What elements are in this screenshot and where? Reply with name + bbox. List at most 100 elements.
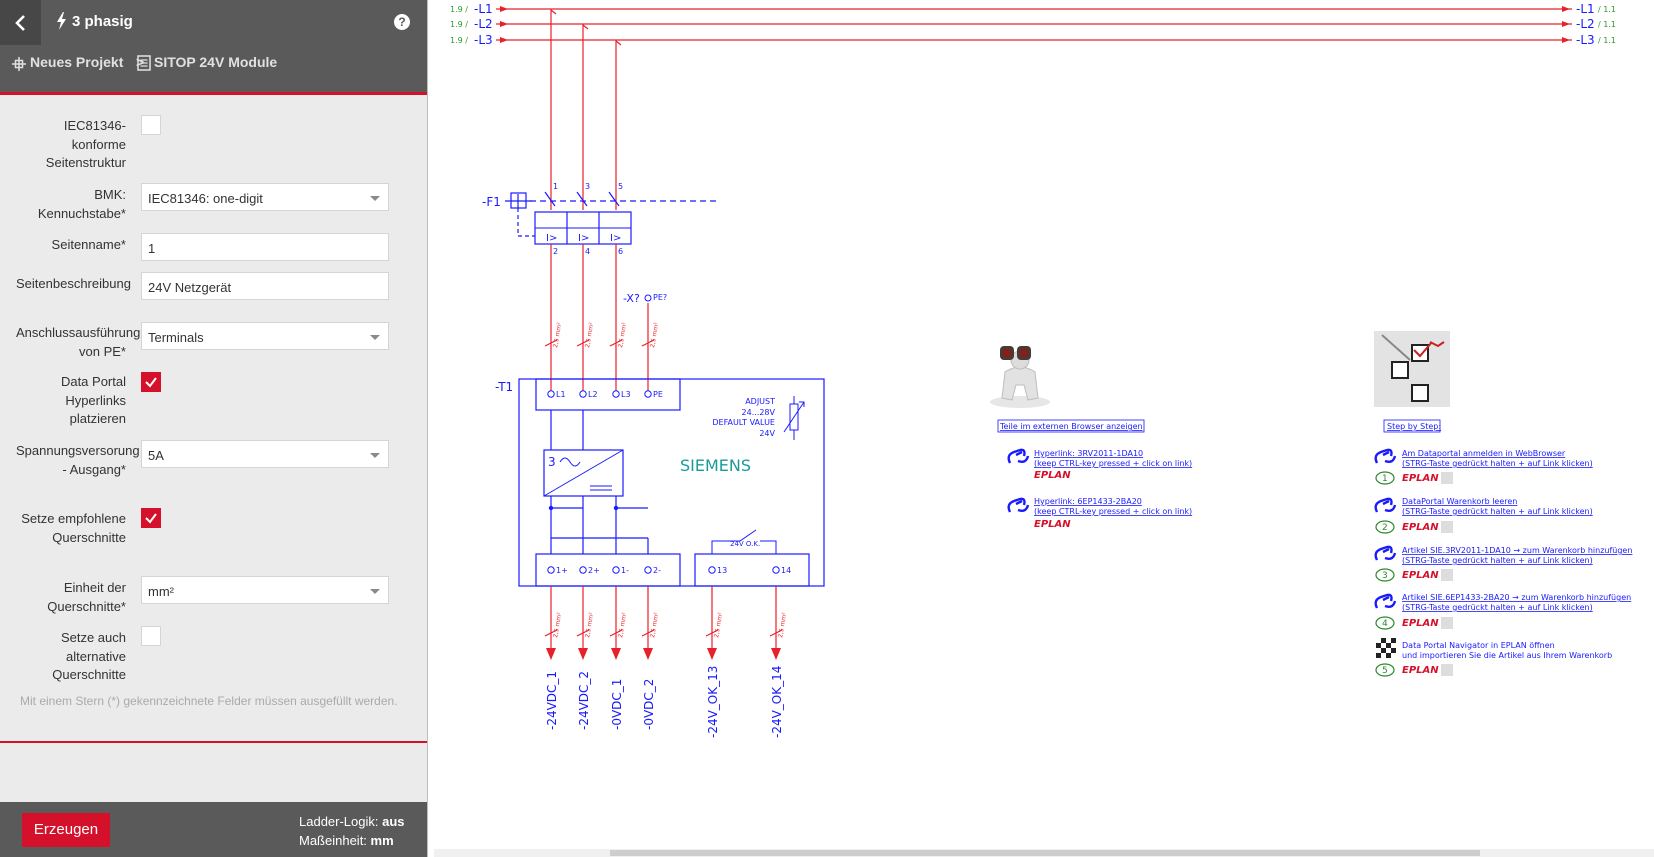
breaker-label: -F1 <box>482 195 501 209</box>
rail-l2: 1.9 / -L2 -L2 / 1.1 <box>450 17 1616 31</box>
seitenname-label: Seitenname* <box>51 237 126 252</box>
pin-label: 4 <box>585 247 590 256</box>
wire-size: 2,5 mm² <box>584 321 595 348</box>
wire-size: 2,5 mm² <box>552 611 563 638</box>
rail-l3: 1.9 / -L3 -L3 / 1.1 <box>450 33 1616 47</box>
link-title[interactable]: Hyperlink: 6EP1433-2BA20 <box>1034 497 1142 506</box>
adjust-line: 24...28V <box>742 408 776 417</box>
link-icon <box>1374 497 1397 513</box>
terminal-label: -X? <box>623 292 640 305</box>
psu-input: L3 <box>621 390 631 399</box>
output-labels: -24VDC_1 -24VDC_2 -0VDC_1 -0VDC_2 -24V_O… <box>545 666 784 738</box>
eplan-logo: EPLAN <box>1402 570 1439 581</box>
browser-caption[interactable]: Teile im externen Browser anzeigen <box>999 422 1143 431</box>
help-button[interactable]: ? <box>394 14 410 30</box>
spannung-select[interactable]: 5A <box>141 440 389 468</box>
power-supply-t1: -T1 L1 L2 L3 PE ADJUST 24...28V DEFAULT … <box>495 378 825 587</box>
hyperlink-2[interactable]: Hyperlink: 6EP1433-2BA20 (keep CTRL-key … <box>1007 497 1192 530</box>
ladder-label: Ladder-Logik: <box>299 814 379 829</box>
cart-add-icon <box>1441 569 1453 581</box>
einheit-select[interactable]: mm² <box>141 576 389 604</box>
divider <box>0 741 427 743</box>
rail-name: -L1 <box>474 2 493 16</box>
step-number: 3 <box>1382 571 1388 581</box>
step-number: 4 <box>1382 619 1388 629</box>
breadcrumb: Neues Projekt > SITOP 24V Module <box>0 45 427 95</box>
power-rails: 1.9 / -L1 -L1 / 1.1 1.9 / -L2 -L2 / 1.1 … <box>450 2 1616 47</box>
psu-output: 2+ <box>588 566 600 575</box>
step-sub: (STRG-Taste gedrückt halten + auf Link k… <box>1402 459 1593 468</box>
rail-end: -L2 <box>1576 17 1595 31</box>
psu-input: PE <box>653 390 663 399</box>
dataportal-checkbox[interactable] <box>141 372 161 392</box>
rail-ref: 1.9 / <box>450 20 468 29</box>
spannung-value: 5A <box>148 448 164 463</box>
link-icon <box>1007 448 1030 464</box>
wire-size: 2,5 mm² <box>617 321 628 348</box>
wire-size: 2,5 mm² <box>649 321 660 348</box>
wire-size: 2,5 mm² <box>713 611 724 638</box>
iec-checkbox[interactable] <box>141 115 161 135</box>
step-5: Data Portal Navigator in EPLAN öffnen un… <box>1375 638 1612 677</box>
terminal-pin: PE? <box>653 293 667 302</box>
step-title[interactable]: Artikel SIE.6EP1433-2BA20 → zum Warenkor… <box>1402 593 1631 602</box>
step-sub: (STRG-Taste gedrückt halten + auf Link k… <box>1402 603 1593 612</box>
breadcrumb-project[interactable]: Neues Projekt <box>30 54 124 70</box>
link-title[interactable]: Hyperlink: 3RV2011-1DA10 <box>1034 449 1143 458</box>
user-icon <box>1441 472 1453 484</box>
output-label: -24VDC_1 <box>545 671 559 730</box>
chevron-down-icon <box>370 453 380 458</box>
wire-size: 2,5 mm² <box>584 611 595 638</box>
link-icon <box>1374 545 1397 561</box>
pe-select[interactable]: Terminals <box>141 322 389 350</box>
checkmark-icon <box>145 377 157 388</box>
dataportal-label: Data Portal Hyperlinks platzieren <box>60 374 126 426</box>
back-button[interactable] <box>0 0 41 45</box>
step-title[interactable]: DataPortal Warenkorb leeren <box>1402 497 1517 506</box>
step-number: 5 <box>1382 666 1388 676</box>
rail-drops <box>550 9 622 210</box>
hyperlink-1[interactable]: Hyperlink: 3RV2011-1DA10 (keep CTRL-key … <box>1007 448 1192 481</box>
rail-ref: 1.9 / <box>450 5 468 14</box>
bmk-select[interactable]: IEC81346: one-digit <box>141 183 389 211</box>
pin-label: 1 <box>553 182 558 191</box>
eplan-logo: EPLAN <box>1402 618 1439 629</box>
step-number: 2 <box>1382 523 1388 533</box>
step-title[interactable]: Am Dataportal anmelden in WebBrowser <box>1402 449 1566 458</box>
adjust-line: ADJUST <box>745 397 775 406</box>
chevron-down-icon <box>370 335 380 340</box>
step-4[interactable]: Artikel SIE.6EP1433-2BA20 → zum Warenkor… <box>1374 593 1632 630</box>
eplan-logo: EPLAN <box>1402 473 1439 484</box>
unit-value: mm <box>370 833 394 848</box>
horizontal-scrollbar[interactable] <box>434 849 1654 857</box>
breadcrumb-module[interactable]: SITOP 24V Module <box>154 54 278 70</box>
step-title[interactable]: Artikel SIE.3RV2011-1DA10 → zum Warenkor… <box>1402 546 1632 555</box>
breadcrumb-separator: > <box>136 54 145 70</box>
output-arrows <box>546 648 781 660</box>
trip-label: I> <box>578 233 589 244</box>
bolt-icon <box>57 12 66 30</box>
rail-name: -L2 <box>474 17 493 31</box>
scrollbar-thumb[interactable] <box>610 850 1480 856</box>
pin-label: 2 <box>553 247 558 256</box>
output-wires <box>544 586 783 656</box>
step-2[interactable]: DataPortal Warenkorb leeren (STRG-Taste … <box>1374 497 1593 534</box>
querschnitt-checkbox[interactable] <box>141 508 161 528</box>
create-button[interactable]: Erzeugen <box>22 813 110 847</box>
pe-value: Terminals <box>148 330 204 345</box>
step-sub: und importieren Sie die Artikel aus Ihre… <box>1402 651 1612 660</box>
step-3[interactable]: Artikel SIE.3RV2011-1DA10 → zum Warenkor… <box>1374 545 1633 582</box>
spannung-label: Spannungsversorung - Ausgang* <box>16 443 140 477</box>
seitenname-input[interactable]: 1 <box>141 233 389 261</box>
steps-caption: Step by Step: <box>1387 422 1441 431</box>
psu-label: -T1 <box>495 380 513 394</box>
seitenbeschreibung-input[interactable]: 24V Netzgerät <box>141 272 389 300</box>
rail-end-ref: / 1.1 <box>1598 20 1616 29</box>
pin-label: 3 <box>585 182 590 191</box>
pin-label: 5 <box>618 182 623 191</box>
output-label: -24V_OK_13 <box>706 666 720 738</box>
bmk-value: IEC81346: one-digit <box>148 191 263 206</box>
alt-checkbox[interactable] <box>141 626 161 646</box>
step-1[interactable]: Am Dataportal anmelden in WebBrowser (ST… <box>1374 448 1593 485</box>
schematic-canvas[interactable]: 1.9 / -L1 -L1 / 1.1 1.9 / -L2 -L2 / 1.1 … <box>434 0 1654 857</box>
